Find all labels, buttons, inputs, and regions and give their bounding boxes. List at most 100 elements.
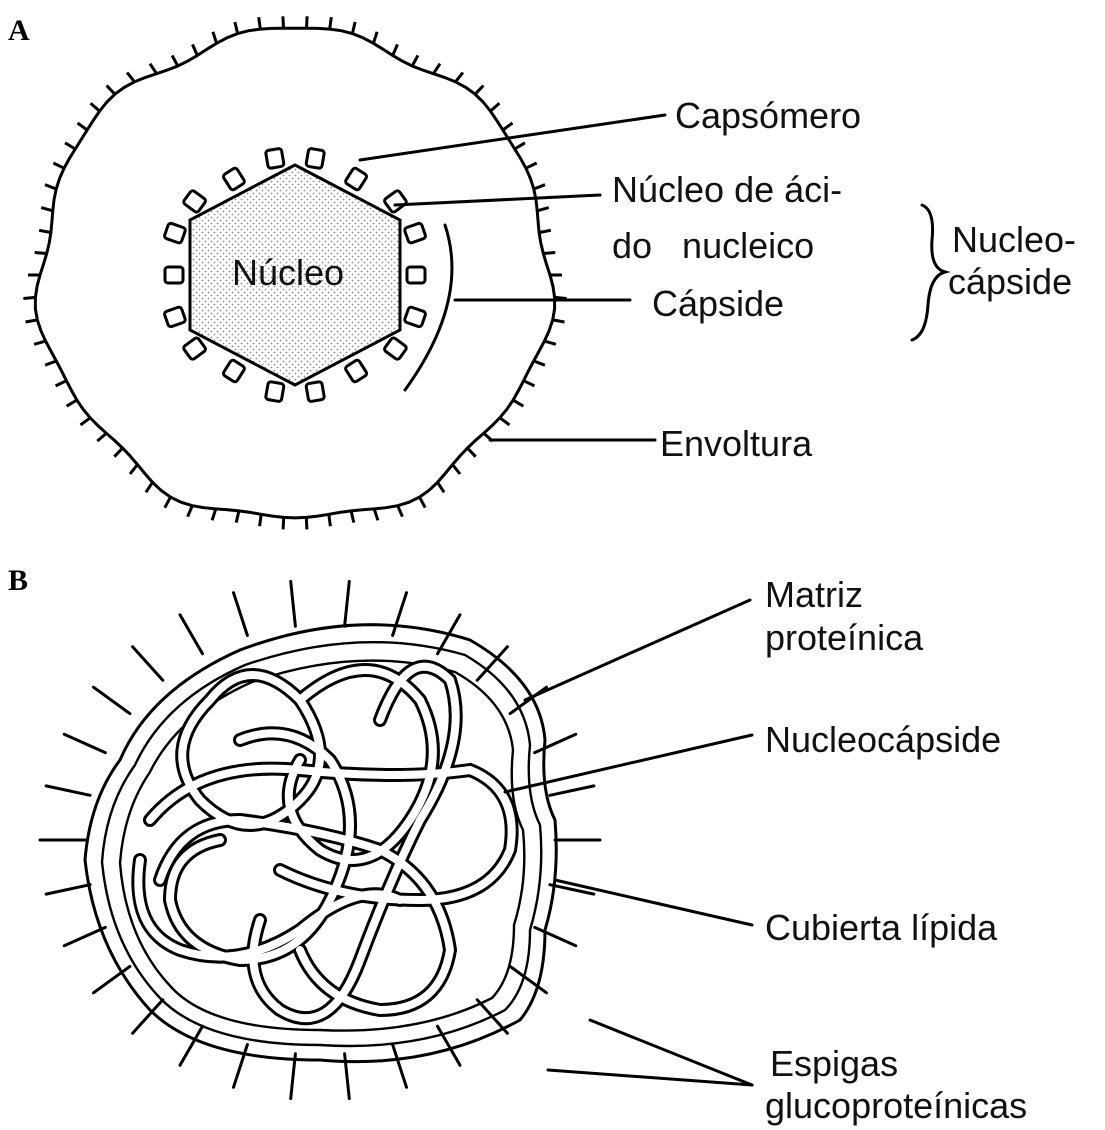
- envelope-tick: [534, 185, 545, 189]
- envelope-tick: [45, 185, 56, 189]
- glycoprotein-spike: [234, 593, 248, 636]
- envelope-tick: [374, 509, 378, 520]
- envelope-tick: [555, 297, 567, 298]
- envelope-tick: [438, 482, 445, 492]
- envelope-tick: [212, 509, 216, 520]
- envelope-tick: [307, 16, 308, 28]
- envelope-tick: [283, 16, 284, 28]
- glycoprotein-spike: [94, 687, 130, 713]
- envelope-tick: [526, 163, 537, 168]
- envelope-tick: [193, 44, 198, 55]
- glycoprotein-spike: [550, 786, 594, 795]
- glycoprotein-spike: [180, 1026, 203, 1065]
- envelope-tick: [351, 511, 354, 523]
- envelope-tick: [537, 208, 549, 211]
- glycoprotein-spike: [64, 927, 105, 945]
- capsomere: [306, 381, 325, 401]
- glycoprotein-spike: [133, 647, 163, 680]
- capsomere: [383, 337, 407, 361]
- envelope-tick: [456, 73, 463, 82]
- capsomero-label: Capsómero: [675, 95, 861, 136]
- matriz-label-1: Matriz: [765, 574, 863, 615]
- envelope-tick: [97, 433, 106, 441]
- glycoprotein-spike: [94, 966, 130, 992]
- capsomere: [404, 306, 426, 327]
- envelope-tick: [236, 511, 239, 523]
- envelope-tick: [235, 22, 238, 34]
- envelope-tick: [146, 482, 153, 492]
- glycoprotein-spike: [46, 885, 90, 894]
- envelope-tick: [500, 418, 510, 425]
- envelope-tick: [513, 400, 523, 406]
- envelope-tick: [329, 514, 331, 526]
- envelope-tick: [544, 341, 556, 344]
- panel-a-letter: A: [8, 14, 30, 47]
- matriz-leader: [525, 600, 750, 700]
- envelope-tick: [188, 506, 193, 517]
- envelope-tick: [81, 418, 91, 425]
- capsomere: [183, 190, 207, 214]
- capsomere: [222, 359, 245, 383]
- envelope-tick: [172, 55, 178, 66]
- envelope-tick: [412, 55, 418, 66]
- nucleocapside-b-label: Nucleocápside: [765, 719, 1001, 760]
- matriz-label-2: proteínica: [765, 617, 924, 658]
- envelope-tick: [114, 448, 122, 457]
- envelope-tick: [65, 143, 75, 149]
- envelope-tick: [165, 497, 171, 508]
- envelope-tick: [352, 22, 355, 34]
- capsomere: [164, 306, 186, 327]
- envelope-tick: [503, 123, 513, 130]
- envelope-tick: [53, 163, 64, 168]
- glycoprotein-spike: [535, 927, 576, 945]
- nucleic-core-label-1: Núcleo de áci-: [612, 169, 842, 210]
- envelope-tick: [45, 361, 56, 365]
- envelope-tick: [283, 517, 284, 529]
- capsomere: [383, 190, 407, 214]
- cubierta-label: Cubierta lípida: [765, 907, 998, 948]
- envelope-tick: [41, 208, 53, 211]
- glycoprotein-spike: [345, 581, 350, 626]
- capsomere: [306, 148, 325, 168]
- envelope-tick: [539, 230, 551, 232]
- envelope-tick: [306, 517, 307, 529]
- glycoprotein-spike: [393, 1045, 407, 1088]
- envelope-tick: [433, 64, 440, 74]
- espigas-label-1: Espigas: [770, 1043, 898, 1084]
- envelope-tick: [259, 17, 261, 29]
- capsomere: [265, 381, 284, 401]
- nucleic-core-leader: [395, 195, 600, 205]
- capsomere: [165, 267, 183, 283]
- envelope-tick: [39, 230, 51, 232]
- capsomere: [265, 148, 284, 168]
- envelope-tick: [56, 381, 67, 386]
- envelope-tick: [330, 17, 332, 29]
- envelope-tick: [373, 32, 377, 44]
- capsomere: [222, 167, 245, 191]
- capsomere: [345, 167, 368, 191]
- capsomere: [404, 223, 426, 244]
- glycoprotein-spike: [64, 734, 105, 752]
- nucleocapside-label-2: cápside: [948, 261, 1072, 302]
- envelope-tick: [543, 253, 555, 254]
- envelope-tick: [67, 400, 77, 406]
- envelope-tick: [127, 73, 134, 82]
- envelope-tick: [78, 123, 88, 130]
- envelope-tick: [398, 506, 403, 517]
- glycoprotein-spike: [46, 786, 90, 795]
- envelope-tick: [213, 32, 217, 44]
- cubierta-leader: [555, 880, 752, 925]
- capsomere: [183, 337, 207, 361]
- envelope-tick: [23, 297, 35, 298]
- glycoprotein-spike: [535, 734, 576, 752]
- glycoprotein-spike: [291, 581, 296, 626]
- envelope-tick: [130, 465, 138, 474]
- nucleocapside-leader: [505, 735, 752, 792]
- glycoprotein-spike: [180, 615, 203, 654]
- glycoprotein-spike: [393, 593, 407, 636]
- panel-b-letter: B: [8, 564, 28, 597]
- envelope-tick: [393, 44, 398, 55]
- envelope-tick: [150, 64, 157, 74]
